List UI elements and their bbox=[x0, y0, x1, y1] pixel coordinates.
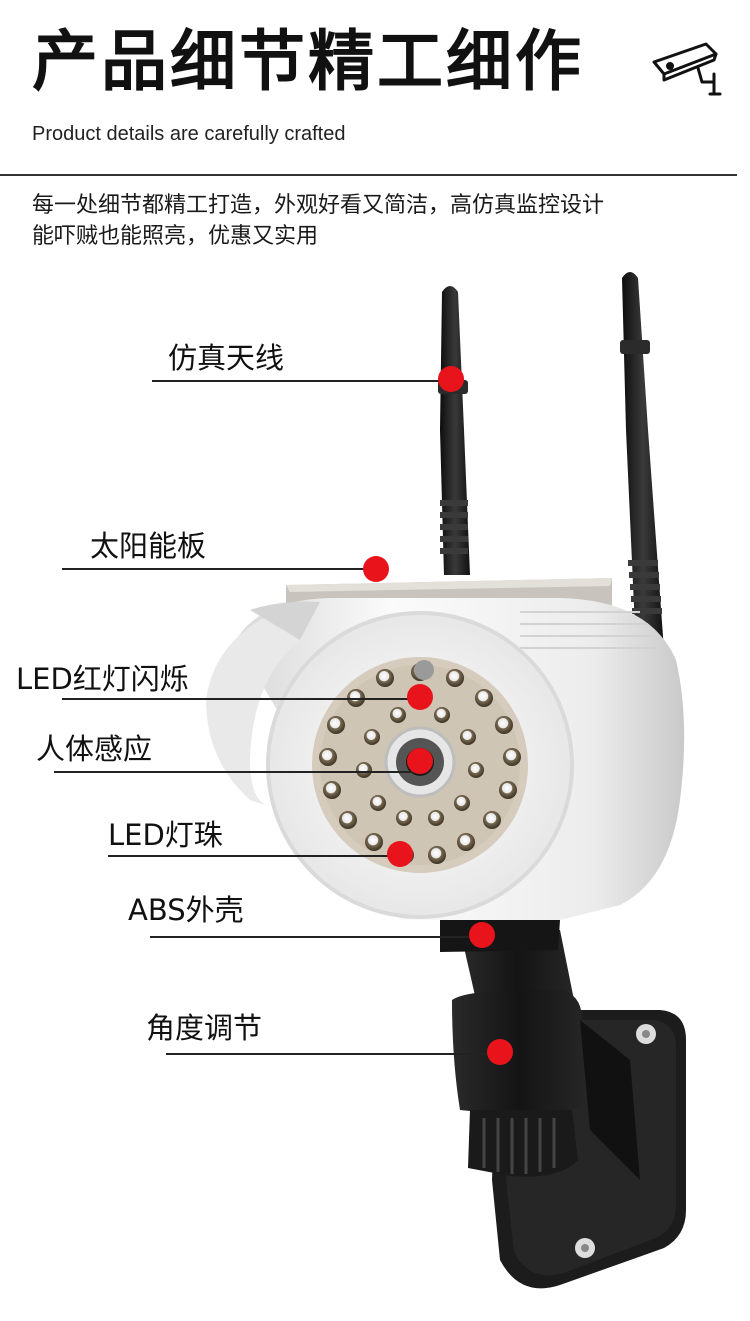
callout-marker-angle-adjust bbox=[487, 1039, 513, 1065]
callout-marker-led-flash bbox=[407, 684, 433, 710]
page-title: 产品细节精工细作 bbox=[32, 23, 584, 100]
callout-label-angle-adjust: 角度调节 bbox=[146, 1011, 263, 1045]
antennas bbox=[438, 272, 664, 650]
callout-label-led-beads: LED灯珠 bbox=[108, 818, 223, 852]
header-divider bbox=[0, 174, 737, 176]
callout-line-led-flash bbox=[62, 698, 412, 700]
callout-label-solar-panel: 太阳能板 bbox=[90, 529, 207, 563]
page-subtitle: Product details are carefully crafted bbox=[32, 123, 346, 145]
callout-line-abs-shell bbox=[150, 936, 480, 938]
callout-line-antenna bbox=[152, 380, 448, 382]
callout-label-pir-sensor: 人体感应 bbox=[36, 732, 153, 766]
description-line-1: 每一处细节都精工打造，外观好看又简洁，高仿真监控设计 bbox=[32, 193, 605, 218]
callout-line-angle-adjust bbox=[166, 1053, 496, 1055]
product-description: 每一处细节都精工打造，外观好看又简洁，高仿真监控设计 能吓贼也能照亮，优惠又实用 bbox=[32, 190, 722, 252]
callout-label-led-flash: LED红灯闪烁 bbox=[16, 662, 189, 696]
callout-marker-led-beads bbox=[387, 841, 413, 867]
callout-line-pir-sensor bbox=[54, 771, 414, 773]
description-line-2: 能吓贼也能照亮，优惠又实用 bbox=[32, 224, 319, 249]
callout-line-solar-panel bbox=[62, 568, 372, 570]
callout-marker-antenna bbox=[438, 366, 464, 392]
security-camera-icon bbox=[652, 42, 722, 96]
callout-marker-solar-panel bbox=[363, 556, 389, 582]
callout-label-antenna: 仿真天线 bbox=[168, 341, 285, 375]
callout-marker-abs-shell bbox=[469, 922, 495, 948]
callout-line-led-beads bbox=[108, 855, 398, 857]
callout-marker-pir-sensor bbox=[407, 748, 433, 774]
callout-label-abs-shell: ABS外壳 bbox=[128, 893, 244, 927]
bracket-arm bbox=[452, 930, 640, 1180]
